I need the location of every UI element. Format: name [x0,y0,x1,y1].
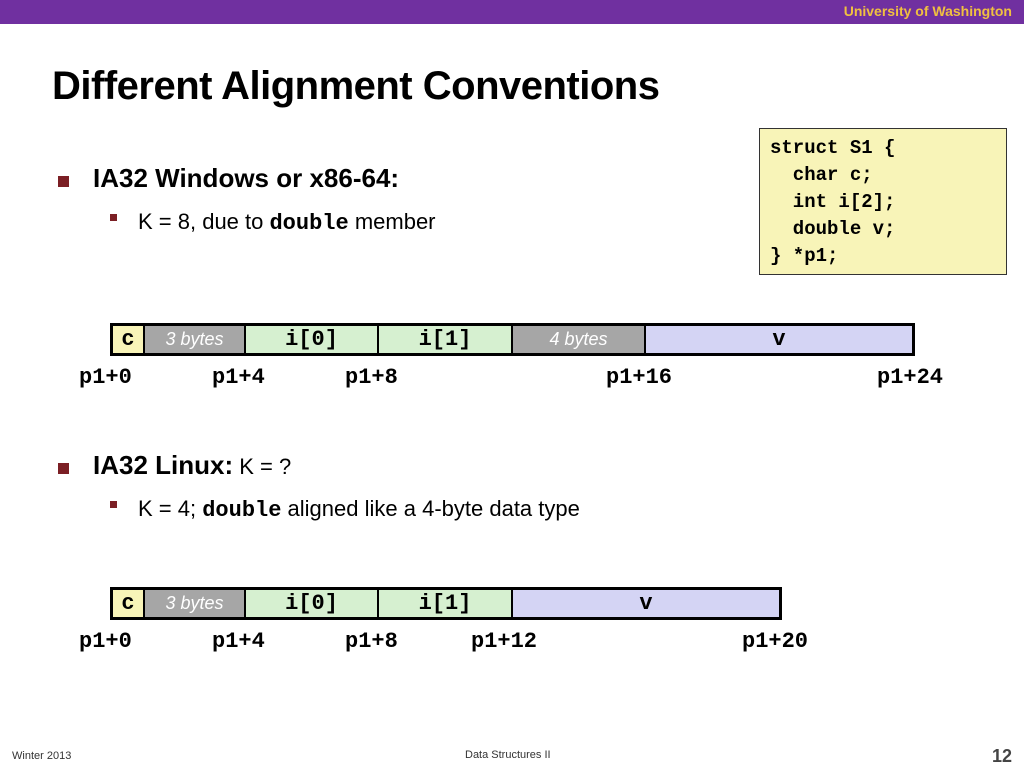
offset-label: p1+8 [345,365,398,390]
cell-int-1: i[1] [379,590,513,617]
sub-bullet-text: member [348,209,436,234]
footer-term: Winter 2013 [12,750,72,762]
institution-label: University of Washington [843,3,1012,19]
sub-bullet-marker [110,501,117,508]
offset-label: p1+0 [79,365,132,390]
code-line: char c; [770,164,873,186]
section1-sub-bullet: K = 8, due to double member [138,209,436,236]
offset-label: p1+12 [471,629,538,654]
slide-title: Different Alignment Conventions [52,64,660,108]
section1-heading: IA32 Windows or x86-64: [93,163,400,193]
section2-heading: IA32 Linux: K = ? [93,450,291,481]
offset-label: p1+20 [742,629,809,654]
cell-int-0: i[0] [246,590,379,617]
page-number: 12 [991,746,1012,766]
sub-bullet-text: aligned like a 4-byte data type [281,496,580,521]
sub-bullet-text: K = 4; [138,496,203,521]
section2-heading-text: IA32 Linux: [93,450,234,480]
memory-layout-k8: c 3 bytes i[0] i[1] 4 bytes v [110,323,915,356]
sub-bullet-marker [110,214,117,221]
offset-label: p1+0 [79,629,132,654]
sub-bullet-code: double [202,498,282,523]
cell-int-1: i[1] [379,326,513,353]
offset-label: p1+24 [877,365,944,390]
top-bar: University of Washington [0,0,1024,24]
offset-label: p1+8 [345,629,398,654]
cell-padding: 3 bytes [145,590,246,617]
cell-char: c [113,590,145,617]
code-line: int i[2]; [770,191,896,213]
section2-heading-suffix: K = ? [233,454,292,479]
cell-double: v [646,326,912,353]
sub-bullet-code: double [269,211,349,236]
memory-layout-k4: c 3 bytes i[0] i[1] v [110,587,782,620]
bullet-marker [58,176,69,187]
cell-int-0: i[0] [246,326,379,353]
bullet-marker [58,463,69,474]
code-line: struct S1 { [770,137,896,159]
cell-char: c [113,326,145,353]
section2-sub-bullet: K = 4; double aligned like a 4-byte data… [138,496,580,523]
cell-padding: 4 bytes [513,326,646,353]
code-line: double v; [770,218,896,240]
code-line: } *p1; [770,245,839,267]
offset-label: p1+16 [606,365,673,390]
offset-label: p1+4 [212,629,265,654]
footer-course: Data Structures II [465,749,551,761]
struct-code-box: struct S1 { char c; int i[2]; double v; … [759,128,1007,275]
offset-label: p1+4 [212,365,265,390]
cell-double: v [513,590,779,617]
cell-padding: 3 bytes [145,326,246,353]
sub-bullet-text: K = 8, due to [138,209,270,234]
